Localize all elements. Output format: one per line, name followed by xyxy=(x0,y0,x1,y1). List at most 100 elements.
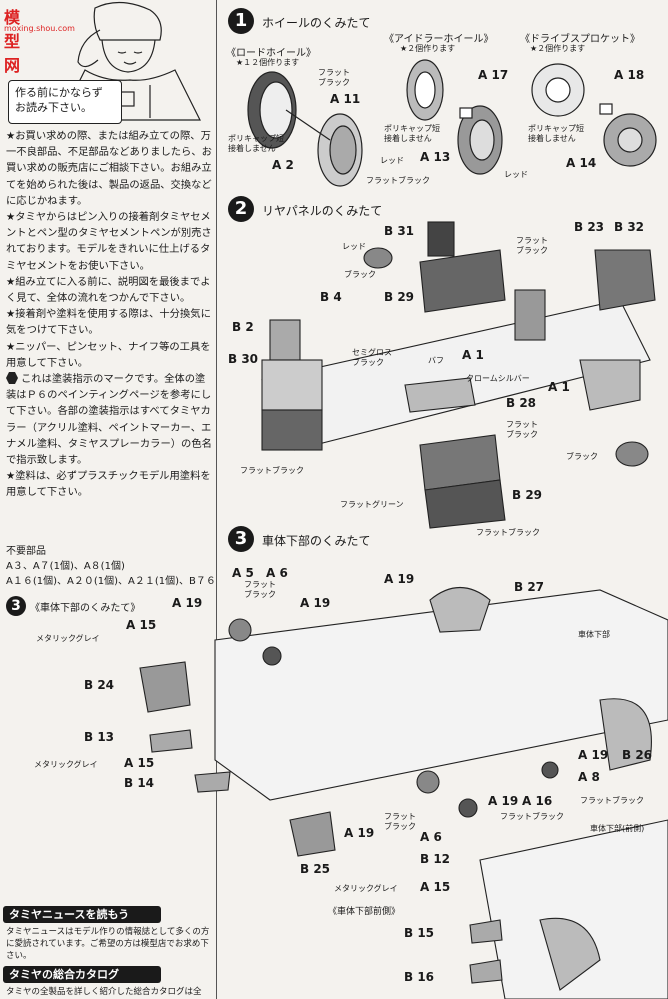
unused-parts-line2: A１６(1個)、A２０(1個)、A２１(1個)、B７６ xyxy=(6,576,216,587)
part-b28: B 28 xyxy=(506,396,537,410)
step2-color-flat: フラット xyxy=(516,236,548,245)
part-b30: B 30 xyxy=(228,352,259,366)
sprocket-heading: 《ドライブスプロケット》 xyxy=(520,34,640,45)
step3-color-black2: ブラック xyxy=(384,822,416,831)
paint-mark-icon xyxy=(6,372,18,385)
step1-title: ホイールのくみたて xyxy=(262,16,371,30)
part-b4: B 4 xyxy=(320,290,342,304)
step3-color-flat: フラット xyxy=(244,580,276,589)
idler-heading: 《アイドラーホイール》 xyxy=(384,34,494,45)
catalog-text: タミヤの全製品を詳しく紹介した総合カタログは全 xyxy=(6,987,202,997)
step2-color-buff: バフ xyxy=(428,356,444,365)
part-a19c: A 19 xyxy=(172,596,203,610)
front-section-heading: 《車体下部前側》 xyxy=(328,907,401,917)
hull-front-label: 車体下部(前側) xyxy=(590,824,645,833)
part-b31: B 31 xyxy=(384,224,415,238)
part-a17: A 17 xyxy=(478,68,509,82)
step1-number: 1 xyxy=(228,8,254,34)
step3-title: 車体下部のくみたて xyxy=(262,534,371,548)
step2-color-black5: ブラック xyxy=(566,452,598,461)
instruction-item: ★塗料は、必ずプラスチックモデル用塗料を用意して下さい。 xyxy=(6,470,211,499)
road-wheel-qty: ★１２個作ります xyxy=(236,58,300,67)
part-a13: A 13 xyxy=(420,150,451,164)
step3-color-flat2: フラット xyxy=(384,812,416,821)
notice-line2: お読み下さい。 xyxy=(15,101,92,114)
part-a6: A 6 xyxy=(266,566,288,580)
part-a5: A 5 xyxy=(232,566,254,580)
unused-parts: 不要部品 A３、A７(1個)、A８(1個) A１６(1個)、A２０(1個)、A２… xyxy=(6,544,216,589)
part-a19d: A 19 xyxy=(578,748,609,762)
instructions: ★お買い求めの際、または組み立ての際、万一不良部品、不足部品などありましたら、お… xyxy=(6,128,212,501)
part-a1b: A 1 xyxy=(548,380,570,394)
part-a19e: A 19 xyxy=(488,794,519,808)
sprocket-qty: ★２個作ります xyxy=(530,44,586,53)
step2-color-black2: ブラック xyxy=(516,246,548,255)
instruction-item: ★タミヤからはピン入りの接着剤タミヤセメントとペン型のタミヤセメントペンが別売さ… xyxy=(6,211,212,272)
sprocket-polycap-label: ポリキャップ短 xyxy=(528,124,584,133)
part-a19f: A 19 xyxy=(344,826,375,840)
step3-metallic-grey3: メタリックグレイ xyxy=(334,884,398,893)
color-flat: フラット xyxy=(318,68,350,77)
part-a1a: A 1 xyxy=(462,348,484,362)
part-b15: B 15 xyxy=(404,926,435,940)
watermark-title: 模型网 xyxy=(4,8,21,75)
sprocket-no-glue-label: 接着しません xyxy=(528,134,576,143)
part-a19b: A 19 xyxy=(384,572,415,586)
notice-box: 作る前にかならず お読み下さい。 xyxy=(8,80,122,124)
news-text: タミヤニュースはモデル作りの情報誌として多くの方に愛読されています。ご希望の方は… xyxy=(6,927,210,961)
color-red: レッド xyxy=(380,156,404,165)
instruction-item: ★組み立てに入る前に、説明図を最後までよく見て、全体の流れをつかんで下さい。 xyxy=(6,275,211,305)
news-banner: タミヤニュースを読もう xyxy=(3,906,161,923)
part-b29b: B 29 xyxy=(512,488,543,502)
step2-color-black3: ブラック xyxy=(352,358,384,367)
paint-mark-text: これは塗装指示のマークです。全体の塗装はＰ６のペインティングページを参考にして下… xyxy=(6,373,212,467)
catalog-banner: タミヤの総合カタログ xyxy=(3,966,161,983)
step2-title: リヤパネルのくみたて xyxy=(262,204,383,218)
part-b29a: B 29 xyxy=(384,290,415,304)
idler-polycap-label: ポリキャップ短 xyxy=(384,124,440,133)
step2-color-black4: ブラック xyxy=(506,430,538,439)
step2-color-semigloss: セミグロス xyxy=(352,348,392,357)
unused-parts-title: 不要部品 xyxy=(6,546,46,557)
instruction-item: ★接着剤や塗料を使用する際は、十分換気に気をつけて下さい。 xyxy=(6,308,211,337)
polycap-label: ポリキャップ短 xyxy=(228,134,284,143)
step3-number: 3 xyxy=(228,526,254,552)
part-b32: B 32 xyxy=(614,220,645,234)
idler-color-red: レッド xyxy=(504,170,528,179)
part-a16: A 16 xyxy=(522,794,553,808)
step3-metallic-grey2: メタリックグレイ xyxy=(34,760,98,769)
part-b24: B 24 xyxy=(84,678,115,692)
part-b16: B 16 xyxy=(404,970,435,984)
step3-color-flat-black2: フラットブラック xyxy=(500,812,564,821)
part-b13: B 13 xyxy=(84,730,115,744)
step2-color-chrome: クロームシルバー xyxy=(466,374,530,383)
idler-qty: ★２個作ります xyxy=(400,44,456,53)
part-a8: A 8 xyxy=(578,770,600,784)
unused-parts-line1: A３、A７(1個)、A８(1個) xyxy=(6,561,125,572)
part-a2: A 2 xyxy=(272,158,294,172)
step2-color-flat-black: フラットブラック xyxy=(240,466,304,475)
step2-color-black: ブラック xyxy=(344,270,376,279)
instruction-item: ★お買い求めの際、または組み立ての際、万一不良部品、不足部品などありましたら、お… xyxy=(6,130,212,207)
part-a15a: A 15 xyxy=(126,618,157,632)
part-b14: B 14 xyxy=(124,776,155,790)
part-b25: B 25 xyxy=(300,862,331,876)
hull-lower-label: 車体下部 xyxy=(578,630,610,639)
part-b12: B 12 xyxy=(420,852,451,866)
part-b23: B 23 xyxy=(574,220,605,234)
part-a19a: A 19 xyxy=(300,596,331,610)
left-step3-number: 3 xyxy=(6,596,26,616)
part-a15b: A 15 xyxy=(124,756,155,770)
part-a11: A 11 xyxy=(330,92,361,106)
step2-color-flat2: フラット xyxy=(506,420,538,429)
part-a15c: A 15 xyxy=(420,880,451,894)
part-b26: B 26 xyxy=(622,748,653,762)
left-step3-title: 《車体下部のくみたて》 xyxy=(30,603,141,614)
step2-number: 2 xyxy=(228,196,254,222)
step3-color-black: ブラック xyxy=(244,590,276,599)
part-a18: A 18 xyxy=(614,68,645,82)
step2-color-red: レッド xyxy=(342,242,366,251)
